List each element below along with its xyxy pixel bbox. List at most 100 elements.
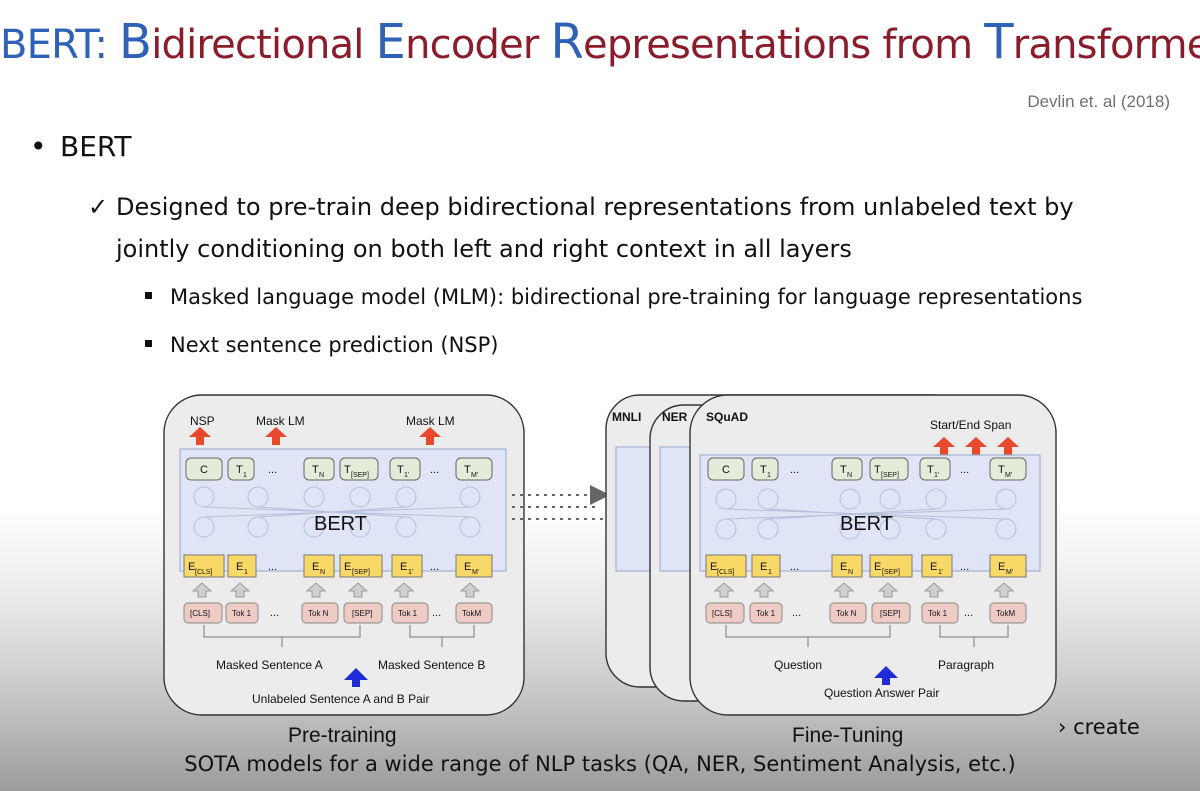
svg-text:Tok N: Tok N xyxy=(308,609,329,618)
bullet-dot-icon: • xyxy=(30,130,47,163)
caption-pretraining: Pre-training xyxy=(288,724,397,747)
svg-text:M': M' xyxy=(471,472,478,479)
svg-text:N: N xyxy=(847,472,852,479)
svg-text:...: ... xyxy=(792,607,801,619)
tab-squad: SQuAD xyxy=(706,410,748,424)
svg-text:...: ... xyxy=(430,464,439,476)
square-bullet-icon xyxy=(145,339,152,347)
svg-text:E: E xyxy=(930,561,937,573)
label-masked-sentence-a: Masked Sentence A xyxy=(216,658,323,672)
citation: Devlin et. al (2018) xyxy=(1027,92,1170,111)
label-start-end-span: Start/End Span xyxy=(930,418,1011,432)
svg-text:TokM: TokM xyxy=(462,609,481,618)
svg-text:...: ... xyxy=(960,464,969,476)
svg-text:T: T xyxy=(840,464,847,476)
svg-text:E: E xyxy=(874,561,881,573)
svg-text:TokM: TokM xyxy=(996,609,1015,618)
label-nsp: NSP xyxy=(190,414,215,428)
fine-up-arrows xyxy=(713,582,1015,598)
svg-text:[SEP]: [SEP] xyxy=(881,472,899,479)
svg-text:E: E xyxy=(998,561,1005,573)
red-arrow-up-icon xyxy=(265,427,287,445)
svg-text:N: N xyxy=(319,472,324,479)
label-question: Question xyxy=(774,658,822,672)
label-mask-lm-2: Mask LM xyxy=(406,414,455,428)
tab-ner: NER xyxy=(662,410,688,424)
svg-text:M': M' xyxy=(1006,569,1013,576)
svg-text:E: E xyxy=(344,561,351,573)
label-masked-sentence-b: Masked Sentence B xyxy=(378,658,485,672)
svg-text:M': M' xyxy=(1005,472,1012,479)
bullet-bert: •BERT xyxy=(30,130,132,163)
label-paragraph: Paragraph xyxy=(938,658,994,672)
svg-text:Tok N: Tok N xyxy=(836,609,857,618)
slide-title: BERT: Bidirectional Encoder Representati… xyxy=(0,14,1200,70)
svg-text:...: ... xyxy=(964,607,973,619)
svg-text:E: E xyxy=(400,561,407,573)
label-unlabeled-pair: Unlabeled Sentence A and B Pair xyxy=(252,692,429,706)
svg-text:T: T xyxy=(464,464,471,476)
svg-text:Tok 1: Tok 1 xyxy=(756,609,776,618)
svg-text:...: ... xyxy=(268,464,277,476)
svg-text:C: C xyxy=(722,464,730,476)
svg-text:E: E xyxy=(840,561,847,573)
fine-hidden-nodes xyxy=(715,488,1017,540)
finetuning-panel: MNLI NER SQuAD Start/End Span BERT xyxy=(605,394,1057,716)
svg-text:...: ... xyxy=(270,607,279,619)
svg-text:[SEP]: [SEP] xyxy=(882,569,900,576)
svg-text:...: ... xyxy=(430,561,439,573)
svg-text:1: 1 xyxy=(243,472,247,479)
pre-token-row: [CLS] Tok 1 ... Tok N [SEP] Tok 1 ... To… xyxy=(183,602,493,624)
svg-text:[CLS]: [CLS] xyxy=(717,569,735,576)
red-arrow-up-icon xyxy=(419,427,441,445)
svg-text:1': 1' xyxy=(934,472,939,479)
red-arrow-up-icon xyxy=(997,437,1019,455)
red-arrow-up-icon xyxy=(933,437,955,455)
svg-text:...: ... xyxy=(960,561,969,573)
svg-text:Tok 1: Tok 1 xyxy=(928,609,948,618)
svg-text:[SEP]: [SEP] xyxy=(880,609,900,618)
red-arrow-up-icon xyxy=(965,437,987,455)
svg-text:T: T xyxy=(874,464,881,476)
svg-text:T: T xyxy=(344,464,351,476)
blue-arrow-up-icon xyxy=(344,668,368,687)
svg-text:T: T xyxy=(236,464,243,476)
svg-text:...: ... xyxy=(268,561,277,573)
svg-text:E: E xyxy=(710,561,717,573)
svg-text:E: E xyxy=(236,561,243,573)
svg-text:1: 1 xyxy=(768,569,772,576)
svg-text:Tok 1: Tok 1 xyxy=(232,609,252,618)
pre-hidden-nodes xyxy=(193,486,481,538)
svg-text:[CLS]: [CLS] xyxy=(712,609,732,618)
bert-label: BERT xyxy=(314,513,367,535)
pre-up-arrows xyxy=(191,582,481,598)
svg-text:E: E xyxy=(464,561,471,573)
svg-text:E: E xyxy=(312,561,319,573)
sub-bullet-mlm: Masked language model (MLM): bidirection… xyxy=(145,285,1082,309)
span-arrows xyxy=(933,437,1019,455)
square-bullet-icon xyxy=(145,291,152,299)
output-arrows xyxy=(189,427,441,445)
svg-text:Tok 1: Tok 1 xyxy=(398,609,418,618)
check-item: ✓Designed to pre-train deep bidirectiona… xyxy=(88,186,1128,270)
svg-text:[SEP]: [SEP] xyxy=(352,609,372,618)
footer-line: SOTA models for a wide range of NLP task… xyxy=(184,752,1016,776)
svg-text:T: T xyxy=(760,464,767,476)
svg-text:T: T xyxy=(927,464,934,476)
svg-text:1': 1' xyxy=(408,569,413,576)
svg-text:...: ... xyxy=(790,464,799,476)
svg-text:1: 1 xyxy=(244,569,248,576)
red-arrow-up-icon xyxy=(189,427,211,445)
svg-text:T: T xyxy=(397,464,404,476)
bert-label: BERT xyxy=(840,513,893,535)
svg-text:...: ... xyxy=(790,561,799,573)
title-bert: BERT xyxy=(0,22,95,68)
svg-text:T: T xyxy=(998,464,1005,476)
svg-text:1: 1 xyxy=(767,472,771,479)
svg-text:E: E xyxy=(760,561,767,573)
partial-overlay-text: › create xyxy=(1058,715,1140,739)
